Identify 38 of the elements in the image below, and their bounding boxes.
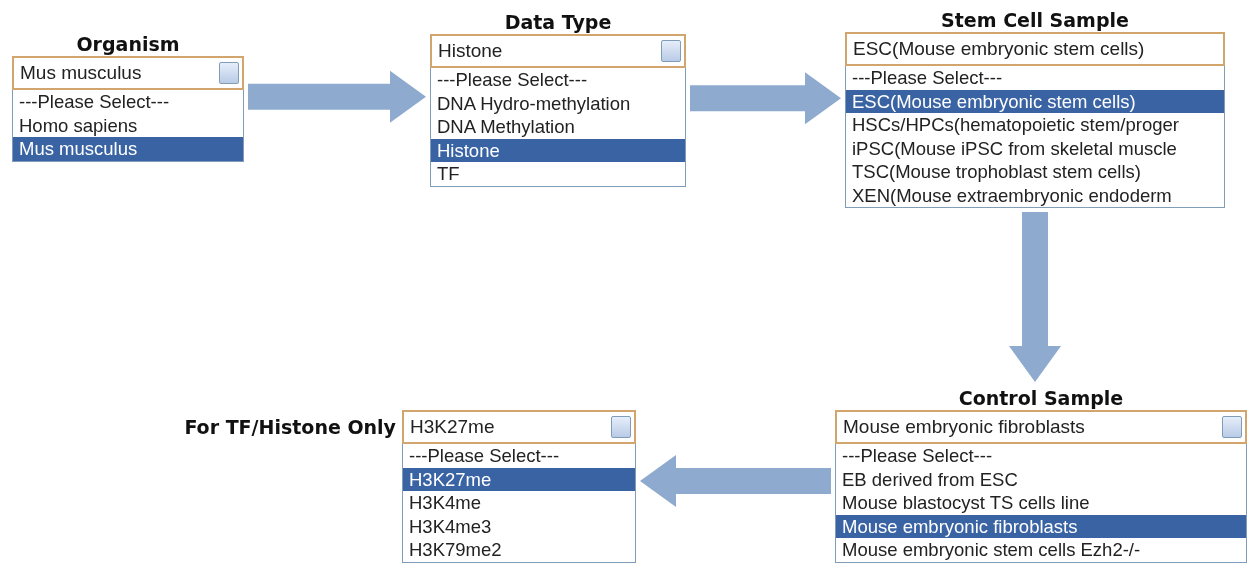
dropdown-option: H3K4me3 — [403, 514, 635, 538]
dropdown-option: Mouse blastocyst TS cells line — [836, 491, 1246, 515]
dropdown-option: XEN(Mouse extraembryonic endoderm — [846, 183, 1224, 207]
dropdown-option: ---Please Select--- — [846, 66, 1224, 90]
select-field: H3K27me — [402, 410, 636, 444]
arrow — [1009, 212, 1061, 382]
selected-option: Mouse embryonic fibroblasts — [836, 514, 1246, 538]
dropdown-option: HSCs/HPCs(hematopoietic stem/proger — [846, 113, 1224, 137]
dropdown-option: Mouse embryonic stem cells Ezh2-/- — [836, 538, 1246, 562]
dropdown-option: ---Please Select--- — [403, 444, 635, 468]
field-label: For TF/Histone Only — [184, 415, 396, 440]
dropdown-option: ---Please Select--- — [13, 90, 243, 114]
arrow — [690, 72, 841, 125]
selected-option: H3K27me — [403, 467, 635, 491]
dropdown-option: TF — [431, 162, 685, 186]
dropdown-option: H3K79me2 — [403, 538, 635, 562]
dropdown-option: EB derived from ESC — [836, 467, 1246, 491]
dropdown-option: DNA Hydro-methylation — [431, 91, 685, 115]
select-field: Histone — [430, 34, 686, 68]
dropdown-option: DNA Methylation — [431, 115, 685, 139]
select-field: ESC(Mouse embryonic stem cells) — [845, 32, 1225, 66]
field-label: Data Type — [503, 10, 613, 34]
select-field: Mouse embryonic fibroblasts — [835, 410, 1247, 444]
dropdown-option: Homo sapiens — [13, 113, 243, 137]
dropdown-option: ---Please Select--- — [836, 444, 1246, 468]
selected-option: ESC(Mouse embryonic stem cells) — [846, 89, 1224, 113]
select-field: Mus musculus — [12, 56, 244, 90]
dropdown-option: ---Please Select--- — [431, 68, 685, 92]
arrow — [248, 70, 426, 123]
field-label: Stem Cell Sample — [940, 8, 1130, 32]
dropdown-option: iPSC(Mouse iPSC from skeletal muscle — [846, 136, 1224, 160]
dropdown-option: H3K4me — [403, 491, 635, 515]
selected-option: Mus musculus — [13, 137, 243, 161]
field-label: Control Sample — [957, 386, 1125, 410]
selected-option: Histone — [431, 138, 685, 162]
dropdown-option: TSC(Mouse trophoblast stem cells) — [846, 160, 1224, 184]
field-label: Organism — [75, 32, 181, 56]
arrow — [640, 455, 831, 507]
